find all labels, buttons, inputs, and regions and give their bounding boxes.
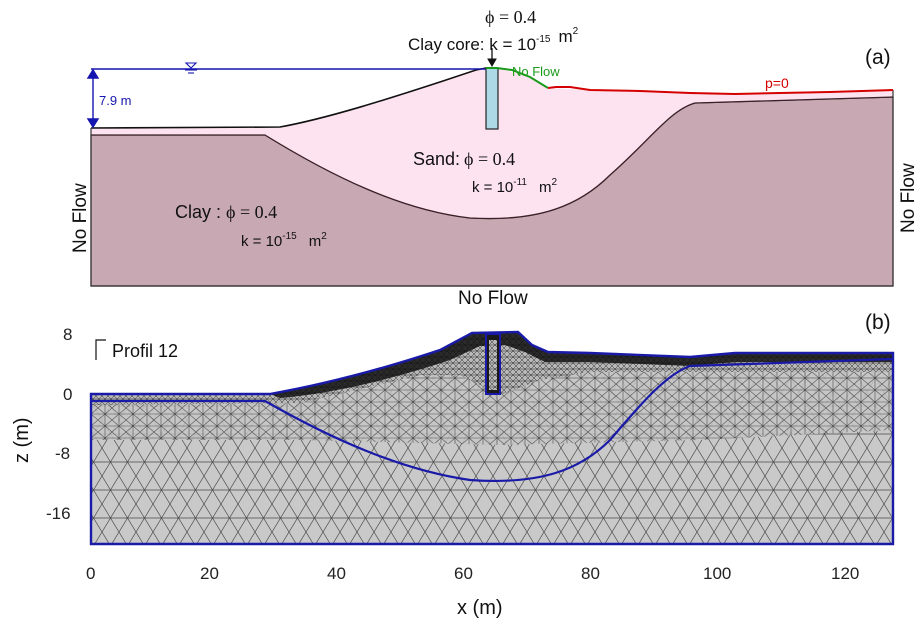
mesh-clay-core-inner [489, 340, 497, 390]
clay-label: Clay :ϕ = 0.4 [175, 202, 277, 222]
core-exp: -15 [536, 34, 551, 45]
clay-phi: ϕ = 0.4 [226, 202, 277, 222]
panel-b: Profil 12 (b) 8 0 -8 -16 z (m) 0 20 40 6… [11, 311, 895, 619]
water-depth-label: 7.9 m [99, 93, 132, 108]
no-flow-left-label: No Flow [70, 183, 91, 253]
y-tick-neg8: -8 [55, 444, 70, 463]
sand-exp: -11 [513, 177, 527, 188]
y-tick-8: 8 [63, 325, 72, 344]
profile-label: Profil 12 [112, 341, 178, 361]
clay-exp: -15 [282, 231, 297, 242]
sand-label: Sand:ϕ = 0.4 [413, 149, 515, 169]
mesh-sand-clay-interface [91, 357, 894, 483]
sand-phi: ϕ = 0.4 [464, 149, 515, 169]
x-tick-40: 40 [327, 564, 346, 583]
x-tick-100: 100 [703, 564, 731, 583]
core-label: Clay core: k = 10-15 m2 [408, 26, 579, 54]
sand-label-text: Sand: [413, 149, 460, 169]
clay-k: k = 10-15 m2 [241, 231, 327, 250]
clay-core [485, 67, 499, 130]
x-tick-0: 0 [86, 564, 95, 583]
x-axis-label: x (m) [457, 597, 503, 619]
x-tick-60: 60 [454, 564, 473, 583]
water-level-symbol [184, 62, 198, 74]
clay-k-text: k = 10 [241, 233, 282, 250]
x-tick-80: 80 [581, 564, 600, 583]
p-zero-boundary-red [547, 86, 894, 96]
no-flow-top-label: No Flow [512, 64, 560, 79]
core-phi: ϕ = 0.4 [485, 7, 536, 27]
core-unit: m [558, 27, 572, 46]
sand-clay-interface [91, 96, 894, 220]
no-flow-bottom-label: No Flow [458, 288, 528, 309]
water-depth-arrow [86, 68, 100, 129]
p-zero-label: p=0 [765, 75, 789, 91]
clay-unit-exp: 2 [321, 231, 327, 242]
sand-k: k = 10-11 m2 [472, 177, 558, 196]
sand-region [91, 68, 893, 219]
panel-a-label: (a) [865, 46, 891, 69]
core-label-text: Clay core: k = 10 [408, 35, 536, 54]
profile-bracket [95, 339, 106, 360]
core-arrow [487, 48, 497, 68]
y-tick-0: 0 [63, 385, 72, 404]
no-flow-boundary-green [486, 67, 549, 89]
y-axis-label: z (m) [11, 417, 33, 463]
mesh-outline [89, 330, 895, 546]
y-tick-neg16: -16 [46, 504, 71, 523]
domain-boundary [90, 90, 894, 287]
clay-label-text: Clay : [175, 202, 221, 222]
x-tick-120: 120 [831, 564, 859, 583]
x-tick-20: 20 [200, 564, 219, 583]
sand-unit-exp: 2 [552, 177, 558, 188]
ground-surface-left [90, 67, 487, 129]
sand-k-text: k = 10 [472, 179, 513, 196]
core-unit-exp: 2 [573, 26, 579, 37]
clay-unit: m [309, 233, 322, 250]
sand-unit: m [539, 179, 552, 196]
no-flow-right-label: No Flow [898, 163, 919, 233]
panel-b-label: (b) [865, 311, 891, 334]
